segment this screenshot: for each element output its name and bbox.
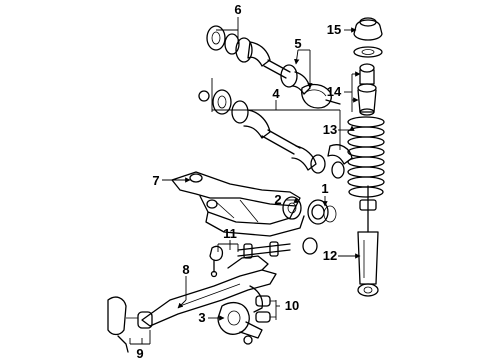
callout-13: 13 [323, 122, 337, 137]
leader-lines [129, 17, 361, 345]
callout-15: 15 [327, 22, 341, 37]
bushing [282, 196, 302, 220]
callout-1: 1 [321, 181, 328, 196]
bump-stop-boot [357, 63, 377, 116]
callout-2: 2 [274, 192, 281, 207]
callout-14: 14 [327, 84, 342, 99]
callout-11: 11 [223, 226, 237, 241]
shock-absorber [357, 185, 379, 297]
coil-spring [347, 116, 385, 198]
stabilizer-link-kit [209, 237, 318, 278]
outer-cv-joint [301, 83, 341, 109]
trailing-arm [141, 255, 277, 327]
stabilizer-bracket [107, 296, 153, 353]
strut-mount [353, 17, 383, 58]
callout-5: 5 [294, 36, 301, 51]
bushing-set [255, 295, 276, 323]
callout-12: 12 [323, 248, 337, 263]
callout-4: 4 [272, 86, 280, 101]
knuckle [217, 301, 263, 345]
wheel-bearing [307, 199, 337, 225]
callout-8: 8 [182, 262, 189, 277]
callout-3: 3 [198, 310, 205, 325]
axle-shaft-lower [198, 89, 353, 179]
callout-7: 7 [152, 173, 159, 188]
callout-6: 6 [234, 2, 241, 17]
axle-shaft-upper [206, 25, 311, 95]
callout-9: 9 [136, 346, 143, 360]
callout-10: 10 [285, 298, 299, 313]
